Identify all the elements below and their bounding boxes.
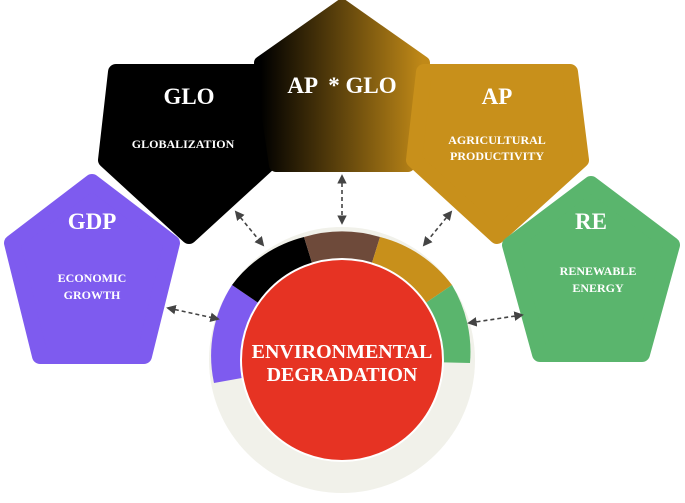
gdp-label-line2: GROWTH bbox=[64, 288, 121, 302]
apglo-pentagon bbox=[254, 0, 430, 172]
connector-glo bbox=[234, 210, 265, 247]
re-pentagon bbox=[502, 176, 680, 362]
ap-label-line2: PRODUCTIVITY bbox=[450, 149, 544, 163]
gdp-label-line1: ECONOMIC bbox=[58, 271, 127, 285]
connectors bbox=[166, 174, 524, 327]
glo-abbr: GLO bbox=[163, 84, 214, 109]
center-title-line1: ENVIRONMENTAL bbox=[252, 341, 433, 363]
center-title-line2: DEGRADATION bbox=[267, 364, 418, 386]
re-abbr: RE bbox=[575, 209, 607, 234]
apglo-abbr: AP * GLO bbox=[287, 73, 396, 98]
node-re: RE RENEWABLE ENERGY bbox=[502, 176, 680, 362]
ap-abbr: AP bbox=[482, 84, 513, 109]
node-ap: AP AGRICULTURAL PRODUCTIVITY bbox=[406, 64, 589, 244]
center-circle bbox=[240, 258, 444, 462]
glo-pentagon bbox=[98, 64, 280, 244]
connector-re bbox=[467, 311, 524, 327]
node-apglo: AP * GLO bbox=[254, 0, 430, 172]
gdp-abbr: GDP bbox=[68, 209, 117, 234]
gdp-pentagon bbox=[4, 174, 180, 364]
re-label-line2: ENERGY bbox=[572, 281, 624, 295]
connector-gdp bbox=[166, 304, 220, 323]
ap-pentagon bbox=[406, 64, 589, 244]
connector-ap bbox=[422, 210, 453, 247]
re-label-line1: RENEWABLE bbox=[560, 264, 637, 278]
node-gdp: GDP ECONOMIC GROWTH bbox=[4, 174, 180, 364]
node-glo: GLO GLOBALIZATION bbox=[98, 64, 280, 244]
ap-label-line1: AGRICULTURAL bbox=[448, 133, 546, 147]
glo-label-line1: GLOBALIZATION bbox=[132, 137, 235, 151]
